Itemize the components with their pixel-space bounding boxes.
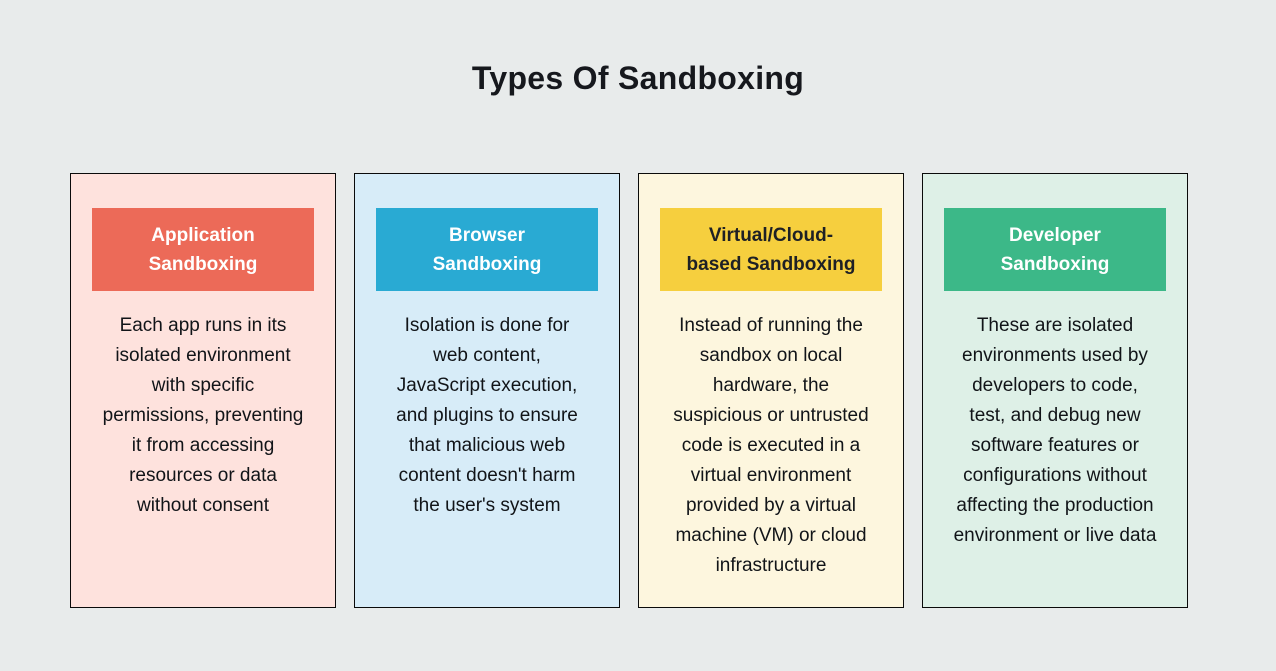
card-header-badge: Virtual/Cloud- based Sandboxing	[660, 208, 882, 291]
card-virtual-cloud-sandboxing: Virtual/Cloud- based Sandboxing Instead …	[638, 173, 904, 608]
card-header-badge: Application Sandboxing	[92, 208, 314, 291]
card-header-badge: Browser Sandboxing	[376, 208, 598, 291]
card-description: These are isolated environments used by …	[953, 315, 1157, 546]
card-description: Each app runs in its isolated environmen…	[102, 315, 304, 516]
card-title: Developer Sandboxing	[1000, 224, 1110, 275]
card-developer-sandboxing: Developer Sandboxing These are isolated …	[922, 173, 1188, 608]
page-title: Types Of Sandboxing	[471, 60, 805, 96]
card-header-badge: Developer Sandboxing	[944, 208, 1166, 291]
card-browser-sandboxing: Browser Sandboxing Isolation is done for…	[354, 173, 620, 608]
card-title: Browser Sandboxing	[432, 224, 542, 275]
sandboxing-cards-row: Application Sandboxing Each app runs in …	[70, 173, 1188, 608]
card-description: Isolation is done for web content, JavaS…	[396, 315, 578, 516]
card-application-sandboxing: Application Sandboxing Each app runs in …	[70, 173, 336, 608]
card-title: Application Sandboxing	[148, 224, 258, 275]
card-title: Virtual/Cloud- based Sandboxing	[686, 224, 856, 275]
card-description: Instead of running the sandbox on local …	[673, 315, 869, 576]
